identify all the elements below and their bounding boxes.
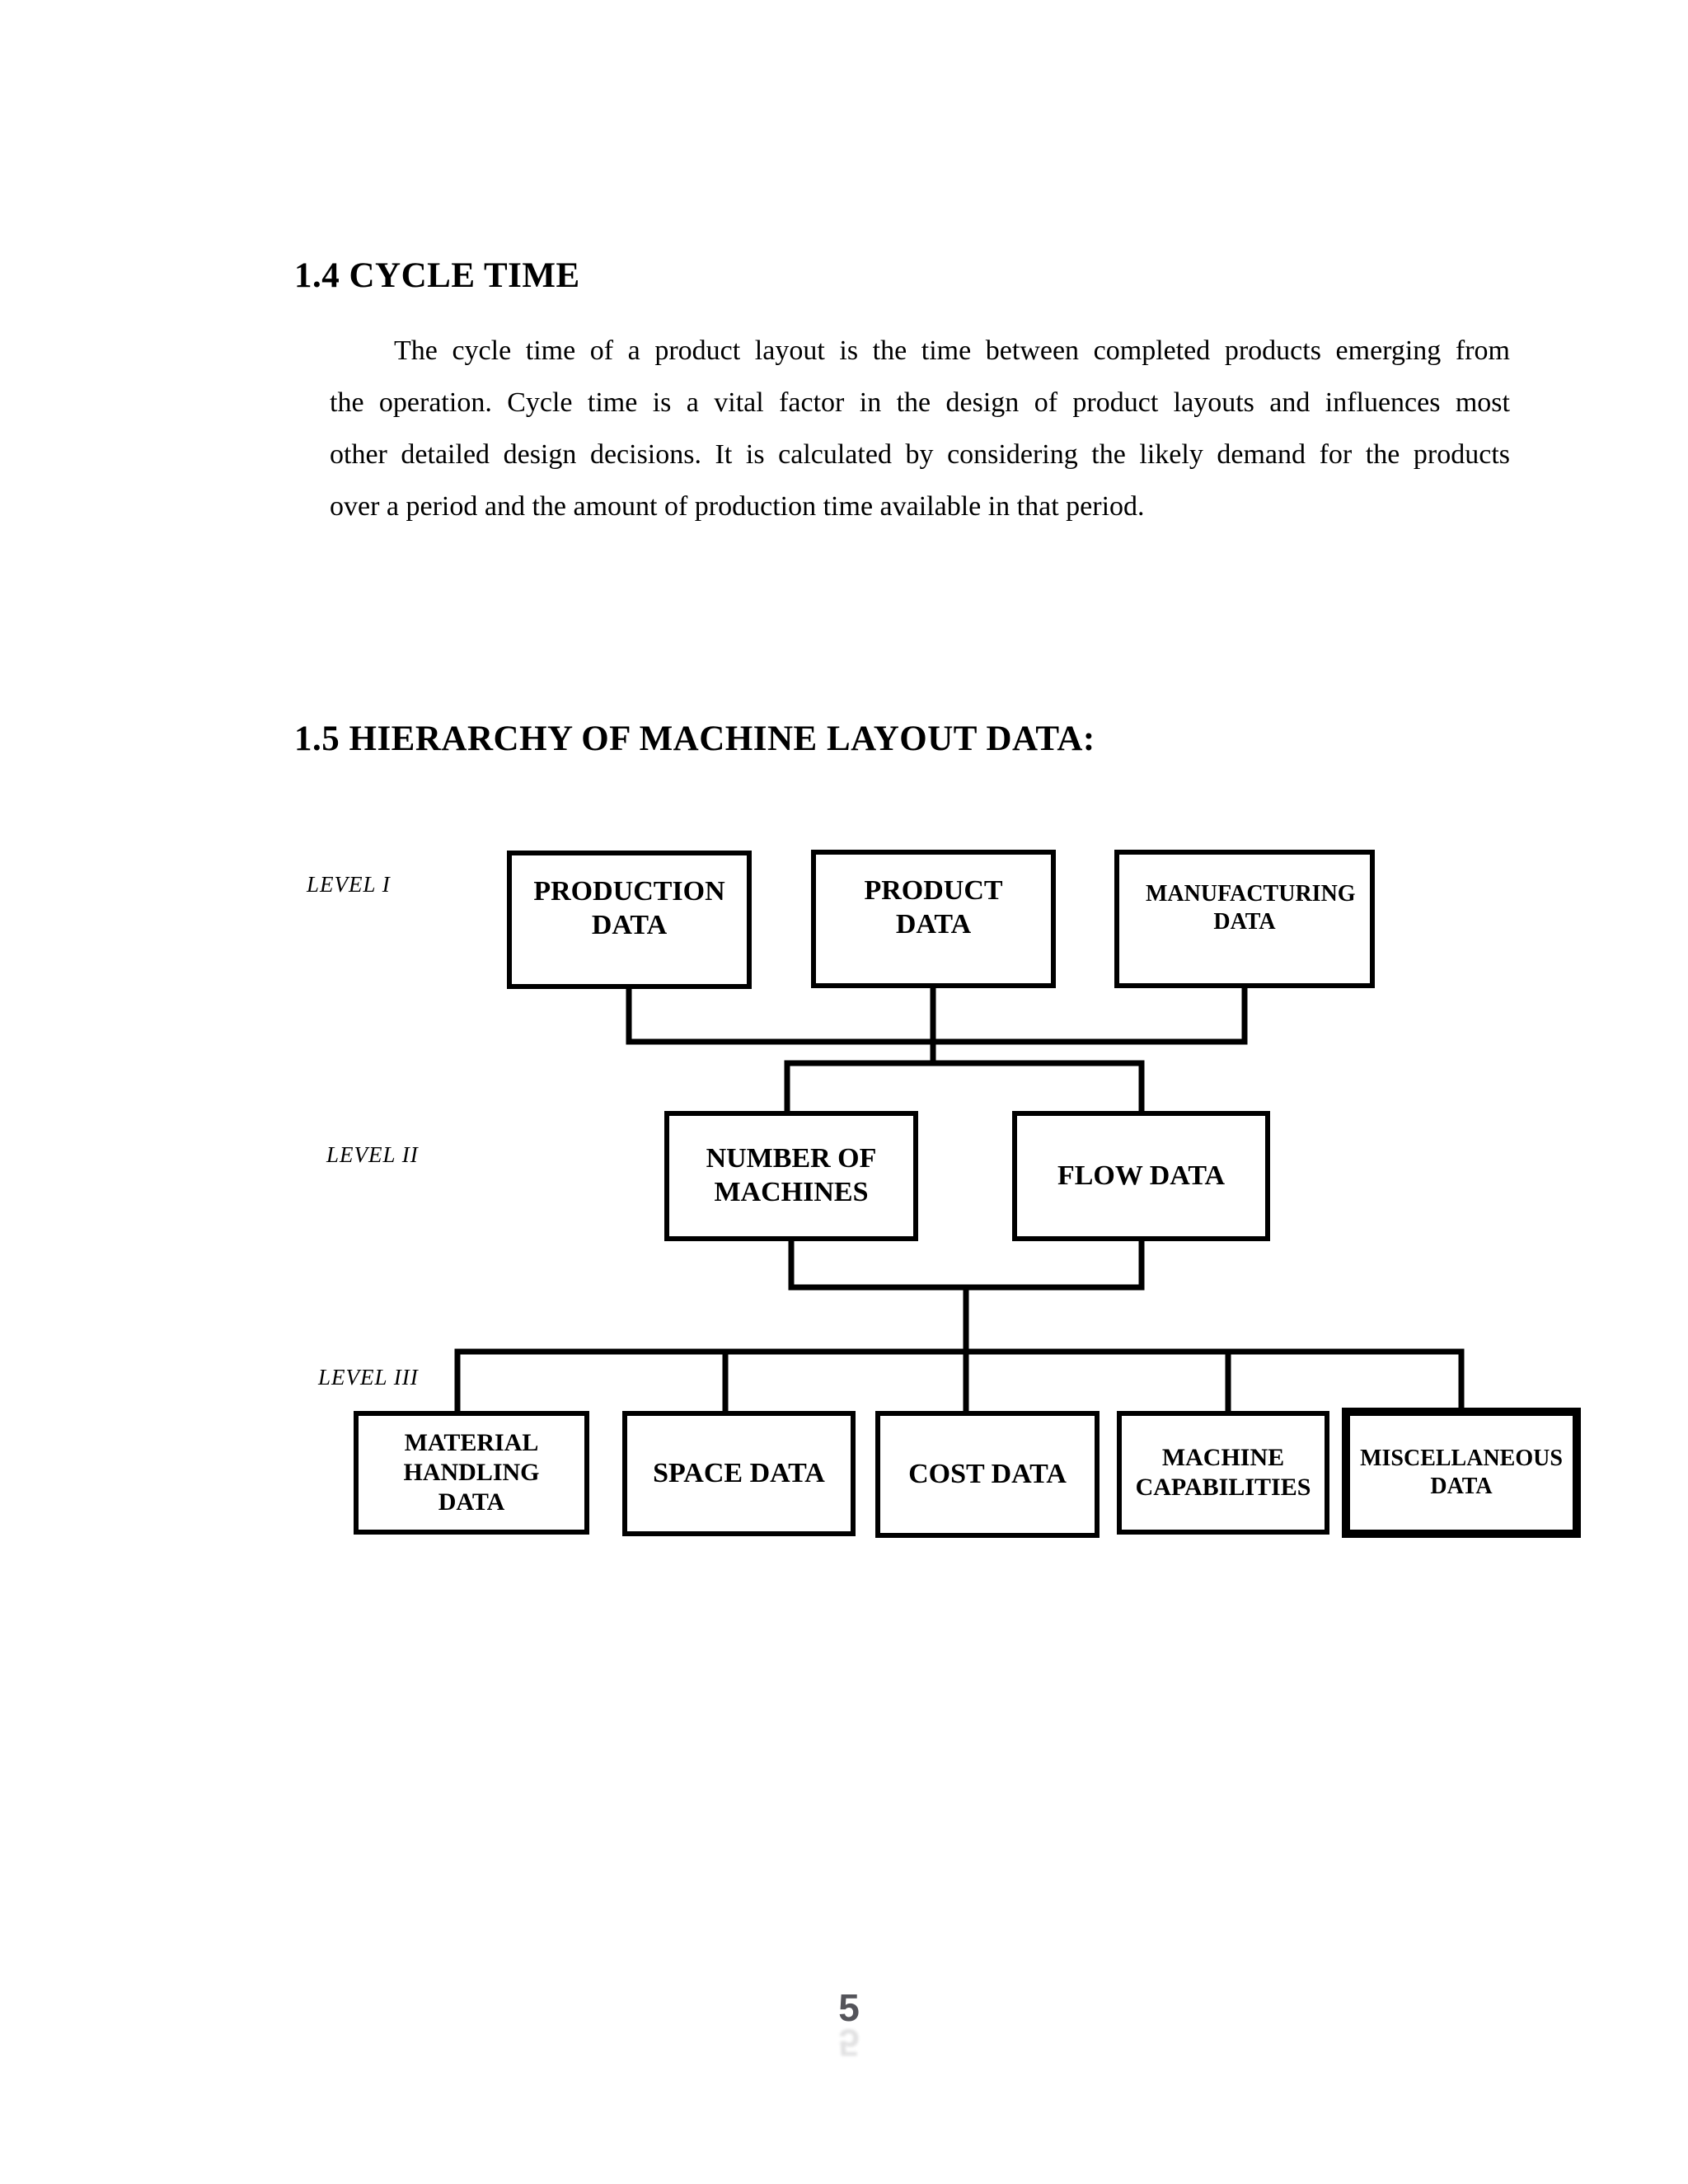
paragraph-line: other detailed design decisions. It is c…	[330, 439, 1510, 470]
node-label: NUMBER OF MACHINES	[706, 1143, 877, 1207]
node-label: PRODUCTION DATA	[533, 876, 725, 940]
paragraph-line: over a period and the amount of producti…	[330, 491, 1145, 522]
diagram-node-production-data: PRODUCTION DATA	[507, 851, 752, 989]
diagram-node-machine-capabilities: MACHINE CAPABILITIES	[1117, 1411, 1329, 1535]
page-number-reflection: 5	[838, 2021, 860, 2064]
diagram-node-manufacturing-data: MANUFACTURING DATA	[1114, 850, 1375, 988]
diagram-node-space-data: SPACE DATA	[622, 1411, 856, 1536]
page-number-value: 5	[838, 1986, 860, 2029]
level-2-label: LEVEL II	[326, 1142, 419, 1167]
diagram-node-number-of-machines: NUMBER OF MACHINES	[664, 1111, 918, 1241]
diagram-node-flow-data: FLOW DATA	[1012, 1111, 1270, 1241]
node-label: PRODUCT DATA	[864, 875, 1003, 940]
paragraph-line: The cycle time of a product layout is th…	[394, 335, 1510, 366]
node-label: MANUFACTURING DATA	[1146, 881, 1356, 935]
node-label: MISCELLANEOUS DATA	[1360, 1446, 1563, 1499]
level-3-label: LEVEL III	[318, 1365, 419, 1390]
diagram-node-cost-data: COST DATA	[875, 1411, 1100, 1538]
node-label: MATERIAL HANDLING DATA	[403, 1429, 540, 1516]
node-label: MACHINE CAPABILITIES	[1135, 1444, 1311, 1501]
diagram-node-product-data: PRODUCT DATA	[811, 850, 1056, 988]
section-heading-cycle-time: 1.4 CYCLE TIME	[294, 256, 580, 295]
section-heading-hierarchy: 1.5 HIERARCHY OF MACHINE LAYOUT DATA:	[294, 719, 1095, 758]
node-label: FLOW DATA	[1057, 1160, 1226, 1191]
node-label: SPACE DATA	[653, 1457, 825, 1488]
cycle-time-paragraph: The cycle time of a product layout is th…	[330, 325, 1510, 532]
node-label: COST DATA	[908, 1458, 1067, 1489]
paragraph-line: the operation. Cycle time is a vital fac…	[330, 387, 1510, 418]
level-1-label: LEVEL I	[307, 872, 391, 897]
diagram-node-material-handling-data: MATERIAL HANDLING DATA	[354, 1411, 589, 1535]
page-number: 5 5	[812, 1986, 886, 2064]
diagram-node-miscellaneous-data: MISCELLANEOUS DATA	[1342, 1408, 1581, 1538]
